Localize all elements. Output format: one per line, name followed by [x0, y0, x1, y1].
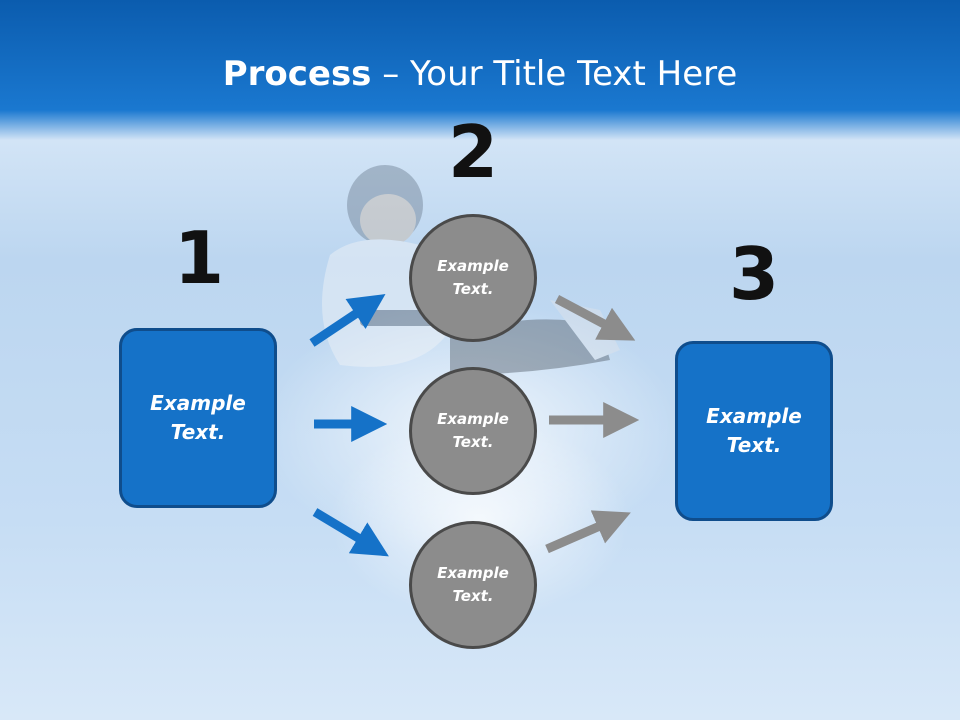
circle-text: Example Text. [437, 410, 509, 451]
step-1-box-text: Example Text. [150, 391, 246, 444]
step-1-box: Example Text. [119, 328, 277, 508]
arrow-top-to-3 [554, 295, 636, 341]
arrow-bottom-to-3 [545, 510, 631, 554]
arrow-1-to-top [309, 294, 386, 347]
step-2-circle-bottom: Example Text. [409, 521, 537, 649]
step-number-2: 2 [447, 110, 499, 194]
title-bold: Process [222, 54, 372, 94]
page-title: Process – Your Title Text Here [0, 52, 960, 96]
circle-text: Example Text. [437, 564, 509, 605]
step-number-3: 3 [728, 232, 780, 316]
step-3-box-text: Example Text. [706, 404, 802, 457]
step-number-1: 1 [173, 216, 225, 300]
title-rest: – Your Title Text Here [371, 54, 738, 94]
arrow-1-to-bottom [312, 508, 389, 557]
step-3-box: Example Text. [675, 341, 833, 521]
step-2-circle-top: Example Text. [409, 214, 537, 342]
step-2-circle-middle: Example Text. [409, 367, 537, 495]
circle-text: Example Text. [437, 257, 509, 298]
